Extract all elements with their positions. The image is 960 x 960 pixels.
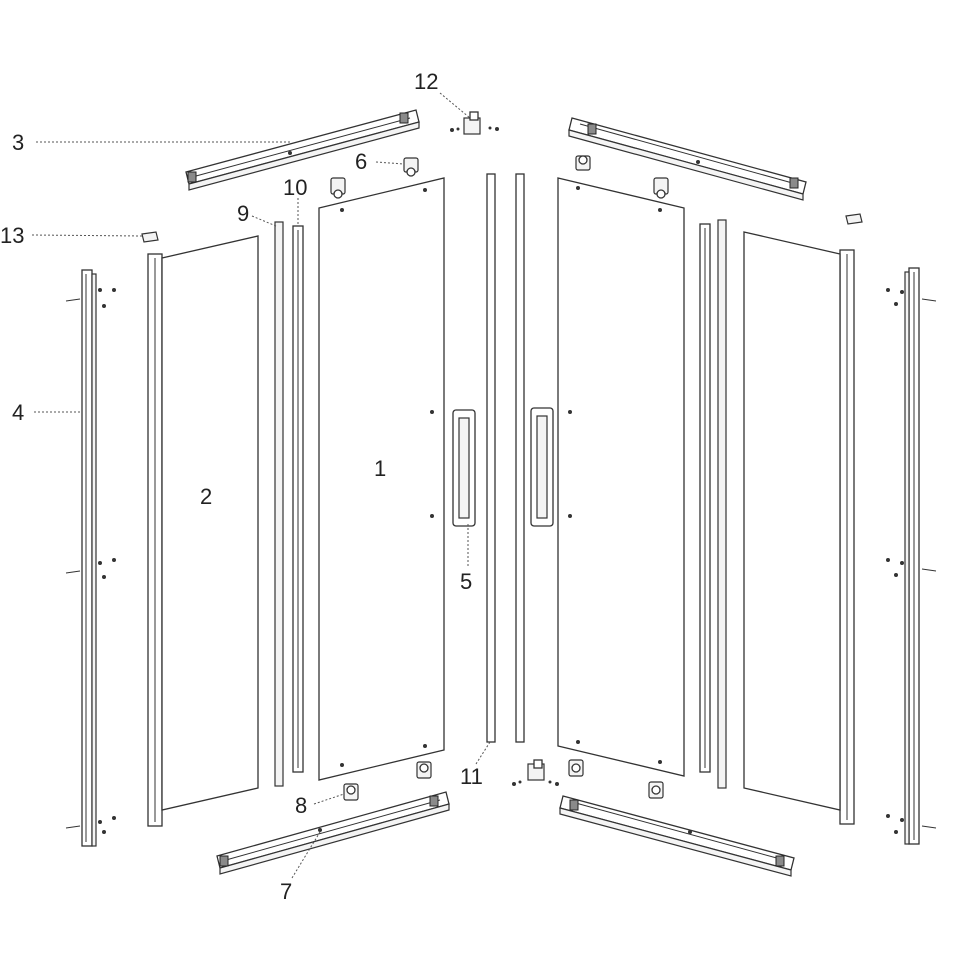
- callout-1: 1: [374, 456, 386, 481]
- door-handle-left: [452, 409, 476, 527]
- callout-7: 7: [280, 879, 292, 904]
- leader-6: [375, 161, 405, 165]
- wall-profile-right: [886, 267, 937, 845]
- wall-screws-right-mid: [886, 558, 937, 577]
- leader-lines: [31, 92, 491, 879]
- callout-9: 9: [237, 201, 249, 226]
- top-rail-left: [185, 109, 420, 191]
- magnetic-strip-left: [292, 225, 304, 773]
- center-seal-right: [515, 173, 525, 743]
- callout-labels: 1 2 3 4 5 6 7 8 9 10 11 12 13: [0, 69, 483, 904]
- sliding-door-glass-right: [557, 177, 685, 777]
- callout-10: 10: [283, 175, 307, 200]
- leader-9: [251, 215, 277, 227]
- leader-8: [313, 793, 345, 805]
- wall-screws-right-bottom: [886, 814, 937, 834]
- top-roller-right-2: [653, 177, 669, 199]
- door-handle-right: [530, 407, 554, 527]
- wall-screws-left-mid: [65, 558, 116, 579]
- pad-left: [141, 231, 159, 243]
- bottom-rail-right: [559, 795, 795, 877]
- bottom-roller-left: [343, 783, 359, 801]
- wall-screws-left-bottom: [65, 816, 116, 834]
- callout-3: 3: [12, 130, 24, 155]
- seal-strip-left: [274, 221, 284, 787]
- fixed-glass-panel-right: [743, 231, 855, 825]
- bottom-roller-right-2: [648, 781, 664, 799]
- callout-13: 13: [0, 223, 24, 248]
- magnetic-strip-right: [699, 223, 711, 773]
- wall-screws-right-top: [886, 288, 937, 306]
- pad-right: [845, 213, 863, 225]
- sliding-door-glass-left: [318, 177, 445, 781]
- wall-profile-left: [65, 269, 116, 847]
- center-seal-left: [486, 173, 496, 743]
- callout-8: 8: [295, 793, 307, 818]
- leader-13: [31, 234, 143, 237]
- callout-11: 11: [460, 764, 483, 789]
- bottom-roller-right: [568, 759, 584, 777]
- bottom-rail-left: [216, 791, 450, 875]
- callout-2: 2: [200, 484, 212, 509]
- wall-screws-left-top: [65, 288, 116, 308]
- leader-12: [439, 92, 471, 119]
- bottom-corner-bracket: [512, 759, 559, 786]
- callout-12: 12: [414, 69, 438, 94]
- leader-11: [475, 741, 491, 765]
- callout-4: 4: [12, 400, 24, 425]
- bottom-roller-left-2: [416, 761, 432, 779]
- top-rail-right: [568, 117, 807, 201]
- top-roller-left: [403, 157, 419, 177]
- leader-7: [291, 831, 321, 879]
- callout-6: 6: [355, 149, 367, 174]
- top-roller-left-2: [330, 177, 346, 199]
- top-roller-right: [575, 155, 591, 171]
- fixed-glass-panel-left: [147, 235, 259, 827]
- top-corner-bracket: [450, 111, 499, 135]
- callout-5: 5: [460, 569, 472, 594]
- seal-strip-right: [717, 219, 727, 789]
